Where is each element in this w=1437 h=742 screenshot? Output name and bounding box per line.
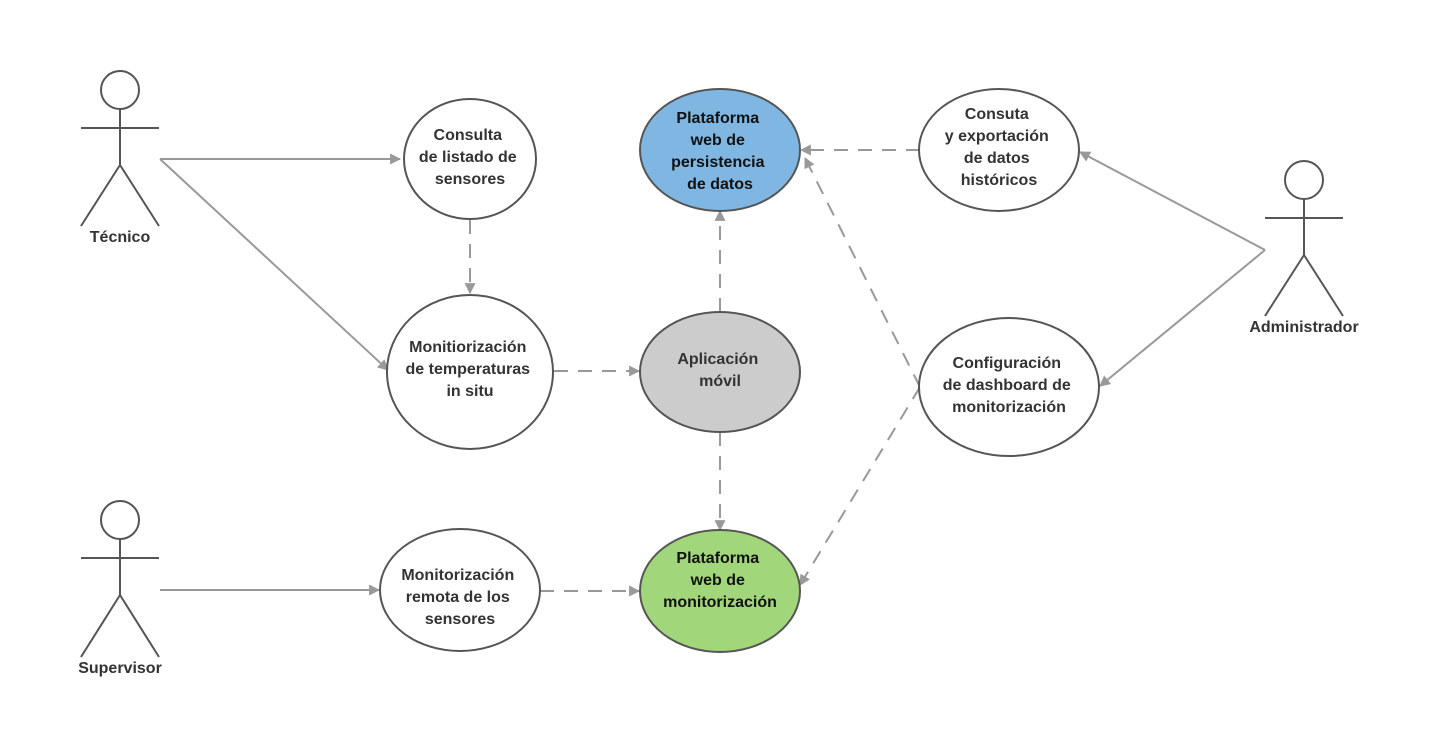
svg-text:Monitiorización de tempe: Monitiorización de temperaturas in situ: [406, 339, 535, 400]
use-case-label-line: persistencia: [671, 154, 764, 171]
actor-label-tecnico: Técnico: [90, 229, 151, 246]
use-case-label-line: de datos: [687, 176, 753, 193]
use-case-configuracion-dashboard: Configuración de dashboard de monitoriza…: [918, 317, 1100, 457]
actor-leg-right: [1303, 254, 1344, 317]
svg-text:Consuta y exportación: Consuta y exportación de datos histórico…: [945, 106, 1053, 189]
use-case-consulta-listado: Consulta de listado de sensores: [403, 98, 537, 220]
svg-text:Plataforma web de: Plataforma web de persistencia de datos: [671, 110, 769, 193]
use-case-ellipse: [639, 311, 801, 433]
use-case-ellipse: [379, 528, 541, 652]
actor-leg-left: [80, 164, 121, 227]
actor-leg-left: [1264, 254, 1305, 317]
use-case-label-line: históricos: [961, 172, 1038, 189]
actor-administrador: [1264, 160, 1344, 317]
connectors: [159, 144, 1266, 597]
actor-label-administrador: Administrador: [1249, 319, 1358, 336]
edge-admin-configuracion-dashboard: [1099, 249, 1266, 387]
svg-text:Aplicación móvil: Aplicación móvil: [677, 351, 762, 390]
use-case-label-line: Configuración: [953, 355, 1061, 372]
use-case-ellipse: [918, 88, 1080, 212]
svg-text:Consulta de listado de: Consulta de listado de sensores: [419, 127, 521, 188]
use-case-label-line: de temperaturas: [406, 361, 531, 378]
use-case-label-line: monitorización: [663, 594, 777, 611]
edge-tecnico-monitorizacion-situ: [159, 158, 389, 371]
use-case-label-line: sensores: [425, 611, 495, 628]
actor-leg-left: [80, 594, 121, 658]
use-case-ellipse: [918, 317, 1100, 457]
use-case-label-line: web de: [690, 132, 745, 149]
edge-admin-consulta-exportacion: [1079, 151, 1266, 251]
use-case-ellipse: [639, 88, 801, 212]
use-case-label-line: de listado de: [419, 149, 517, 166]
actor-head: [100, 500, 140, 540]
actor-tecnico: [80, 70, 160, 227]
svg-text:Plataforma web de: Plataforma web de monitorización: [663, 550, 777, 611]
actor-head: [1284, 160, 1324, 200]
use-case-label-line: Plataforma: [676, 110, 759, 127]
actor-label-supervisor: Supervisor: [78, 660, 162, 677]
svg-text:Monitorización remota de: Monitorización remota de los sensores: [401, 567, 518, 628]
actor-supervisor: [80, 500, 160, 658]
use-case-label-line: Monitorización: [401, 567, 514, 584]
actor-leg-right: [119, 594, 160, 658]
use-case-aplicacion-movil: Aplicación móvil: [639, 311, 801, 433]
use-case-label-line: de datos: [964, 150, 1030, 167]
use-case-plataforma-persistencia: Plataforma web de persistencia de datos: [639, 88, 801, 212]
use-case-monitorizacion-remota: Monitorización remota de los sensores: [379, 528, 541, 652]
use-case-monitorizacion-situ: Monitiorización de temperaturas in situ: [386, 294, 554, 450]
use-case-ellipse: [639, 529, 801, 653]
edge-configuracion-persistencia: [804, 157, 921, 388]
use-case-label-line: web de: [690, 572, 745, 589]
use-case-ellipse: [403, 98, 537, 220]
use-case-ellipse: [386, 294, 554, 450]
use-case-label-line: in situ: [446, 383, 493, 400]
use-case-label-line: sensores: [435, 171, 505, 188]
use-case-label-line: móvil: [699, 373, 741, 390]
actor-head: [100, 70, 140, 110]
use-case-label-line: Consulta: [434, 127, 503, 144]
svg-text:Configuración de dashboa: Configuración de dashboard de monitoriza…: [943, 355, 1075, 416]
use-case-label-line: Plataforma: [676, 550, 759, 567]
edge-configuracion-monitorizacion-web: [799, 386, 921, 586]
use-case-label-line: Aplicación: [677, 351, 758, 368]
use-case-label-line: Monitiorización: [409, 339, 526, 356]
use-case-label-line: Consuta: [965, 106, 1029, 123]
use-case-label-line: de dashboard de: [943, 377, 1071, 394]
use-case-consulta-exportacion: Consuta y exportación de datos histórico…: [918, 88, 1080, 212]
use-case-plataforma-monitorizacion: Plataforma web de monitorización: [639, 529, 801, 653]
use-case-label-line: y exportación: [945, 128, 1049, 145]
actor-leg-right: [119, 164, 160, 227]
use-case-label-line: remota de los: [406, 589, 510, 606]
use-case-label-line: monitorización: [952, 399, 1066, 416]
